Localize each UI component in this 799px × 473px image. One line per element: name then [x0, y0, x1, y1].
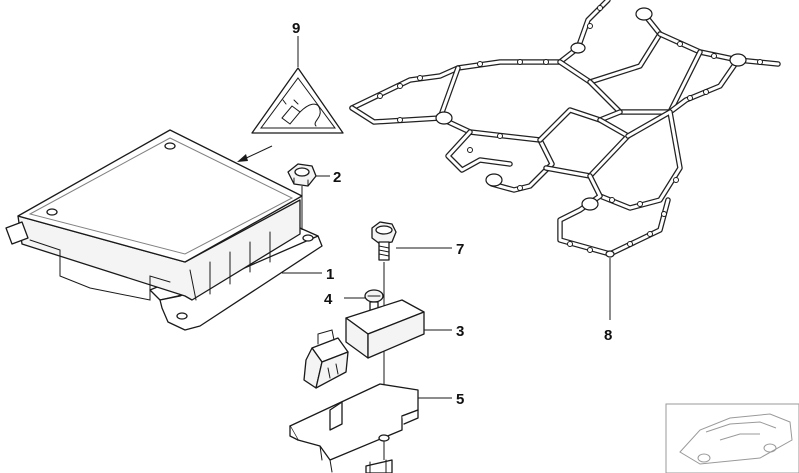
plug-symbol-icon [281, 99, 321, 127]
wiring-harness [349, 0, 781, 258]
hex-nut [287, 163, 317, 187]
car-outline-icon [679, 413, 793, 465]
callout-4: 4 [324, 291, 333, 308]
bolt [371, 221, 397, 261]
warning-label-triangle [251, 67, 344, 134]
callout-8: 8 [604, 327, 612, 344]
label-placement-arrow [237, 145, 273, 162]
lower-clip [365, 459, 393, 473]
callout-3: 3 [456, 323, 464, 340]
callout-5: 5 [456, 391, 464, 408]
callout-6: 6 [334, 471, 342, 473]
callout-1: 1 [326, 266, 334, 283]
callout-2: 2 [333, 169, 341, 186]
sensor [303, 299, 425, 389]
mounting-bracket [289, 383, 419, 473]
control-unit [5, 129, 323, 331]
vehicle-locator-thumbnail [665, 403, 799, 473]
callout-7: 7 [456, 241, 464, 258]
callout-9: 9 [292, 20, 300, 37]
